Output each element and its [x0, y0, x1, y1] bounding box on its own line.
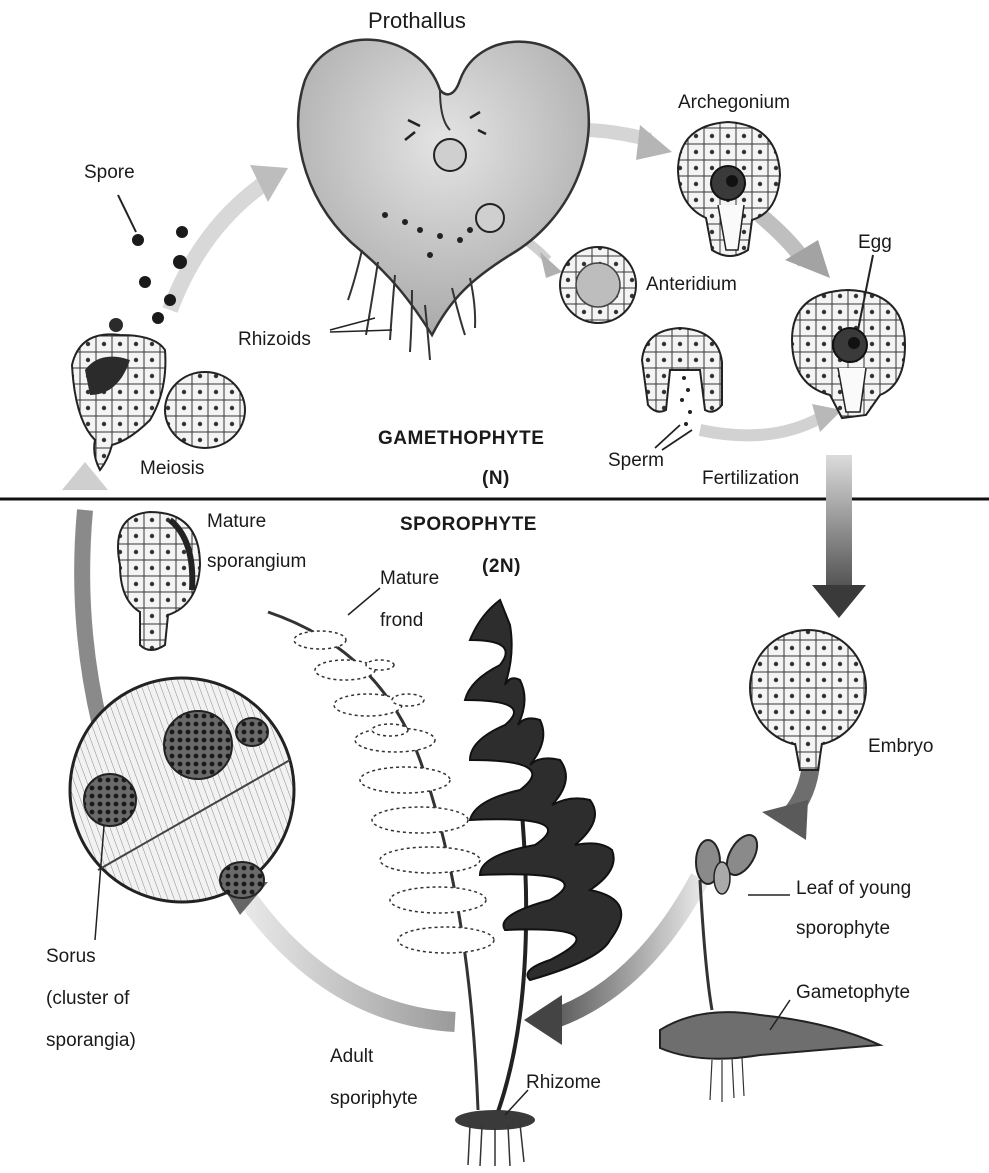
- label-mature-frond-line2: frond: [380, 610, 423, 631]
- rhizome-illustration: [455, 1110, 535, 1166]
- label-mature-sporangium-line2: sporangium: [207, 551, 306, 572]
- label-sporophyte-phase: SPOROPHYTE: [400, 514, 537, 535]
- arrow-sorus-to-meiosis: [82, 510, 100, 725]
- anteridium-illustration: [560, 247, 636, 323]
- label-sporophyte-ploidy: (2N): [482, 556, 521, 577]
- label-spore: Spore: [84, 162, 135, 183]
- meiosis-sporangium: [72, 318, 245, 470]
- mature-frond-pointer: [348, 588, 380, 615]
- label-anteridium: Anteridium: [646, 274, 737, 295]
- label-sorus-line2: (cluster of: [46, 988, 130, 1009]
- young-sporophyte-illustration: [696, 830, 763, 1010]
- label-fertilization: Fertilization: [702, 468, 799, 489]
- arrow-fertilization: [700, 418, 820, 435]
- egg-archegonium-illustration: [792, 290, 905, 418]
- arrow-down-to-embryo-shaft: [826, 455, 852, 585]
- gametophyte-small-illustration: [660, 1012, 880, 1102]
- label-leaf-young-line1: Leaf of young: [796, 878, 911, 899]
- label-mature-sporangium-line1: Mature: [207, 511, 266, 532]
- label-sorus-line3: sporangia): [46, 1030, 136, 1051]
- arrow-young-to-adult-head: [524, 995, 562, 1045]
- label-rhizome: Rhizome: [526, 1072, 601, 1093]
- label-rhizoids: Rhizoids: [238, 329, 311, 350]
- label-egg: Egg: [858, 232, 892, 253]
- rhizome-pointer: [505, 1090, 528, 1115]
- spore-pointer: [118, 195, 136, 232]
- label-leaf-young-line2: sporophyte: [796, 918, 890, 939]
- label-adult-line1: Adult: [330, 1046, 374, 1067]
- label-mature-frond-line1: Mature: [380, 568, 439, 589]
- sorus-magnifier: [70, 678, 294, 902]
- archegonium-illustration: [678, 122, 780, 256]
- label-gametophyte-ploidy: (N): [482, 468, 510, 489]
- label-sorus-line1: Sorus: [46, 946, 96, 967]
- prothallus-illustration: [298, 40, 589, 360]
- label-meiosis: Meiosis: [140, 458, 204, 479]
- label-embryo: Embryo: [868, 736, 933, 757]
- label-gametophyte-small: Gametophyte: [796, 982, 910, 1003]
- dark-frond-illustration: [465, 600, 621, 1120]
- sperm-archegonium-illustration: [642, 328, 722, 426]
- embryo-illustration: [750, 630, 866, 770]
- mature-sporangium-illustration: [118, 512, 200, 650]
- label-prothallus: Prothallus: [368, 8, 466, 33]
- mature-frond-illustration: [268, 612, 494, 1110]
- arrow-to-archegonium-head: [636, 125, 672, 160]
- arrow-embryo-to-young-head: [762, 800, 808, 840]
- arrow-to-anteridium-head: [540, 252, 562, 278]
- arrow-down-to-embryo-head: [812, 585, 866, 618]
- label-sperm: Sperm: [608, 450, 664, 471]
- label-adult-line2: sporiphyte: [330, 1088, 418, 1109]
- rhizoids-pointers: [330, 318, 392, 332]
- label-archegonium: Archegonium: [678, 92, 790, 113]
- label-gametophyte-phase: GAMETHOPHYTE: [378, 428, 544, 449]
- arrow-adult-to-sorus: [245, 895, 455, 1022]
- sperm-pointers: [655, 425, 692, 450]
- arrow-spore-to-prothallus: [170, 185, 262, 310]
